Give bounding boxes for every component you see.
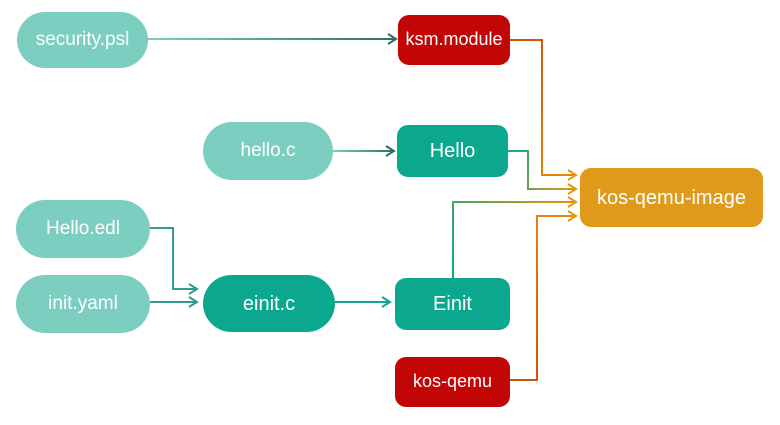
einit-c-label: einit.c	[242, 292, 296, 315]
hello-to-kos-qemu-image-arrowhead-icon	[567, 183, 578, 195]
hello-edl-node: Hello.edl	[16, 200, 150, 258]
kos-qemu-node: kos-qemu	[395, 357, 510, 407]
hello-edl-to-einit-c-edge	[150, 227, 197, 290]
kos-qemu-to-kos-qemu-image-edge	[510, 215, 576, 381]
ksm-module-to-kos-qemu-image-edge	[510, 39, 576, 176]
ksm-module-to-kos-qemu-image-arrowhead-icon	[567, 169, 578, 181]
einit-node: Einit	[395, 278, 510, 330]
security-psl-label: security.psl	[35, 28, 130, 50]
einit-to-kos-qemu-image-arrowhead-icon	[567, 196, 578, 208]
hello-c-node: hello.c	[203, 122, 333, 180]
init-yaml-to-einit-c-arrowhead-icon	[188, 296, 199, 308]
security-psl-to-ksm-module-arrowhead-icon	[387, 33, 398, 45]
einit-c-to-einit-arrowhead-icon	[381, 296, 392, 308]
hello-edl-to-einit-c-arrowhead-icon	[188, 283, 199, 295]
hello-label: Hello	[429, 140, 476, 162]
ksm-module-node: ksm.module	[398, 15, 510, 65]
hello-node: Hello	[397, 125, 508, 177]
kos-qemu-image-label: kos-qemu-image	[597, 186, 746, 209]
hello-to-kos-qemu-image-edge	[508, 150, 576, 190]
init-yaml-label: init.yaml	[48, 292, 118, 314]
einit-c-node: einit.c	[203, 275, 335, 332]
init-yaml-node: init.yaml	[16, 275, 150, 333]
einit-to-kos-qemu-image-edge	[452, 201, 576, 278]
einit-label: Einit	[433, 293, 472, 315]
ksm-module-label: ksm.module	[405, 29, 503, 50]
security-psl-node: security.psl	[17, 12, 148, 68]
kos-qemu-label: kos-qemu	[412, 371, 493, 392]
hello-c-to-hello-arrowhead-icon	[385, 145, 396, 157]
hello-edl-label: Hello.edl	[46, 217, 120, 239]
hello-c-label: hello.c	[240, 139, 296, 161]
kos-qemu-image-node: kos-qemu-image	[580, 168, 763, 227]
kos-qemu-to-kos-qemu-image-arrowhead-icon	[567, 210, 578, 222]
